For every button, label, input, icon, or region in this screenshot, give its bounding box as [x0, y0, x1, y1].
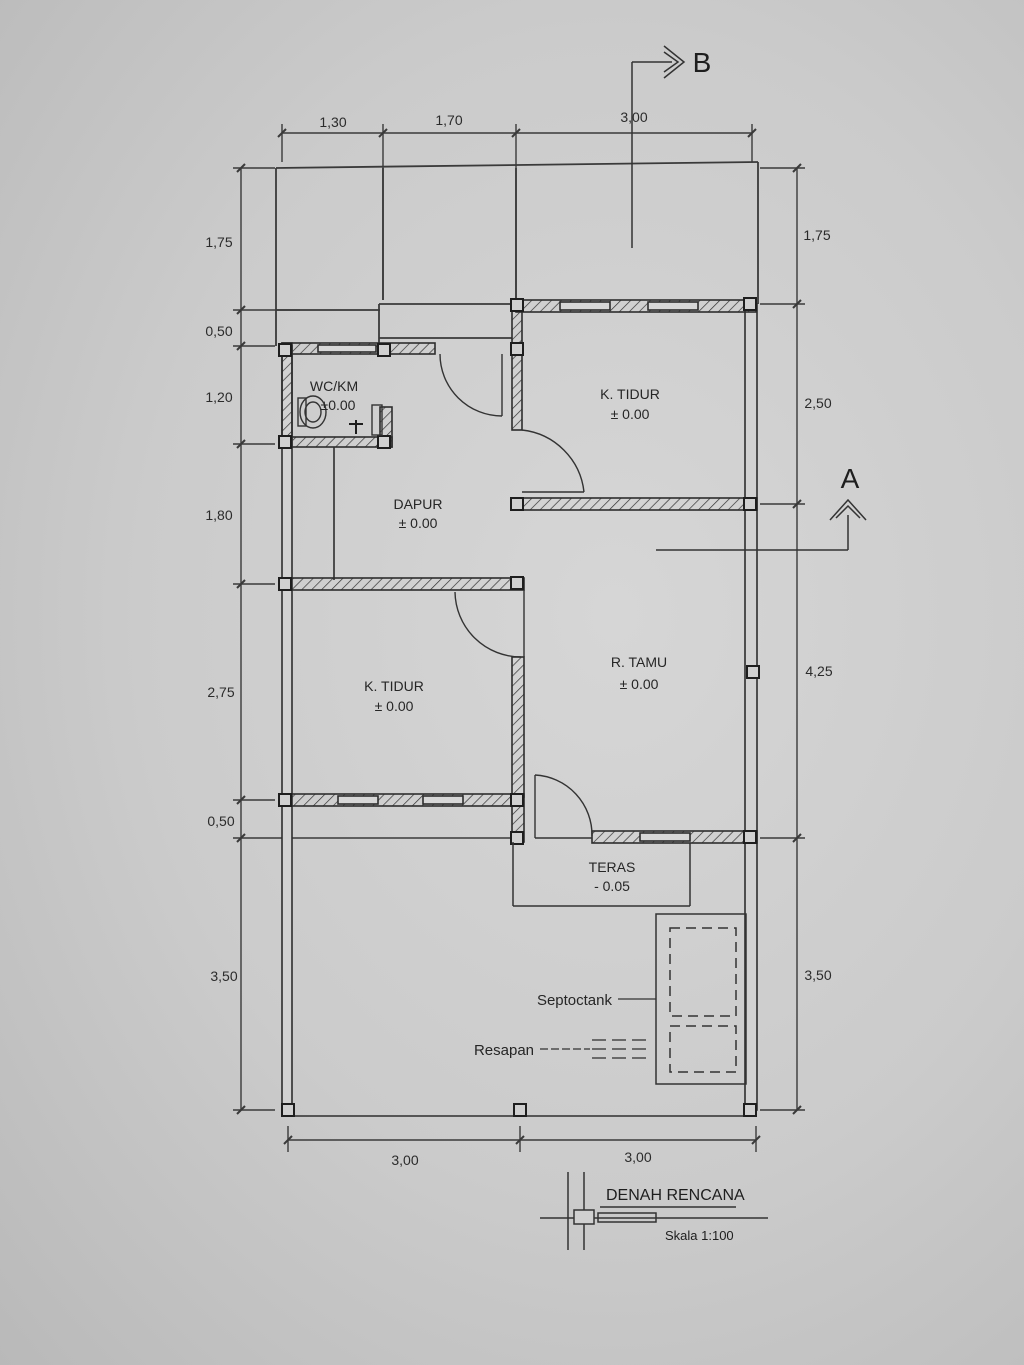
scale-label: Skala 1:100: [665, 1228, 734, 1243]
septictank-label: Septoctank: [537, 992, 613, 1009]
dim-left-6: 0,50: [207, 813, 234, 829]
title-label: DENAH RENCANA: [606, 1187, 745, 1204]
teras-name: TERAS: [589, 859, 636, 875]
dim-left-3: 1,20: [205, 389, 232, 405]
tamu-name: R. TAMU: [611, 654, 667, 670]
septic-tank: [655, 913, 747, 1085]
dapur-level: ± 0.00: [399, 515, 438, 531]
dim-right-1: 1,75: [803, 227, 830, 243]
dim-right-4: 3,50: [804, 967, 831, 983]
dim-top-3: 3,00: [620, 109, 647, 125]
dim-left-7: 3,50: [210, 968, 237, 984]
dimension-ticks: [236, 128, 802, 1145]
plot-boundary: [275, 161, 759, 346]
dim-bottom-1: 3,00: [391, 1152, 418, 1168]
door-swings: [439, 353, 593, 839]
teras-level: - 0.05: [594, 878, 630, 894]
leader-lines: [540, 998, 656, 1050]
dim-left-4: 1,80: [205, 507, 232, 523]
wc-level: ±0.00: [321, 397, 356, 413]
dimension-lines: [233, 124, 805, 1152]
dim-left-5: 2,75: [207, 684, 234, 700]
tamu-level: ± 0.00: [620, 676, 659, 692]
section-line-a: [656, 498, 867, 551]
resapan-label: Resapan: [474, 1042, 534, 1059]
dim-left-1: 1,75: [205, 234, 232, 250]
floor-drain-icon: [349, 420, 363, 434]
columns: [278, 297, 760, 1117]
resapan-lines: [592, 1039, 646, 1059]
tidur2-level: ± 0.00: [375, 698, 414, 714]
toilet-icon: [297, 395, 383, 436]
service-labels: Septoctank Resapan: [474, 992, 613, 1059]
title-block-symbol: [540, 1172, 768, 1250]
wc-name: WC/KM: [310, 378, 358, 394]
dimension-labels: 1,30 1,70 3,00 1,75 0,50 1,20 1,80 2,75 …: [205, 109, 832, 1168]
walls: [281, 299, 758, 1117]
dim-top-2: 1,70: [435, 112, 462, 128]
section-marker-a: A: [841, 463, 860, 494]
dapur-name: DAPUR: [393, 496, 442, 512]
dim-left-2: 0,50: [205, 323, 232, 339]
dim-top-1: 1,30: [319, 114, 346, 130]
room-labels: WC/KM ±0.00 DAPUR ± 0.00 K. TIDUR ± 0.00…: [310, 378, 667, 894]
dim-right-2: 2,50: [804, 395, 831, 411]
dim-bottom-2: 3,00: [624, 1149, 651, 1165]
teras-outline: [512, 842, 691, 907]
dim-right-3: 4,25: [805, 663, 832, 679]
tidur2-name: K. TIDUR: [364, 678, 424, 694]
section-marker-b: B: [693, 47, 712, 78]
tidur1-level: ± 0.00: [611, 406, 650, 422]
tidur1-name: K. TIDUR: [600, 386, 660, 402]
section-line-b: [631, 45, 686, 248]
